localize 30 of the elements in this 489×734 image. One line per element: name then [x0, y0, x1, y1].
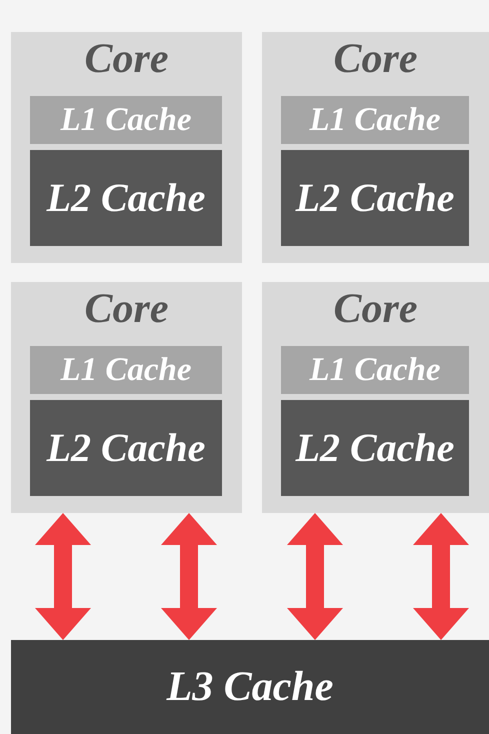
- box-label: Core: [84, 38, 168, 80]
- l2-cache-box: [281, 150, 469, 246]
- box-label: L2 Cache: [46, 428, 206, 468]
- double-arrow: [413, 513, 469, 640]
- box-label: L2 Cache: [296, 178, 454, 218]
- core-box: [262, 282, 489, 513]
- l3-cache-box: [11, 640, 489, 734]
- l1-cache-box: [30, 96, 222, 144]
- double-arrow: [287, 513, 343, 640]
- box-label: L3 Cache: [166, 666, 334, 708]
- core-box: [11, 282, 242, 513]
- core-box: [262, 32, 489, 263]
- core-box: [11, 32, 242, 263]
- box-label: Core: [334, 288, 418, 330]
- l1-cache-box: [30, 346, 222, 394]
- box-label: Core: [84, 288, 168, 330]
- box-label: L1 Cache: [309, 104, 441, 136]
- box-label: L2 Cache: [296, 428, 454, 468]
- l2-cache-box: [30, 150, 222, 246]
- double-arrow: [161, 513, 217, 640]
- double-arrow: [35, 513, 91, 640]
- box-label: L1 Cache: [60, 104, 192, 136]
- l1-cache-box: [281, 346, 469, 394]
- l2-cache-box: [281, 400, 469, 496]
- box-label: L1 Cache: [60, 354, 192, 386]
- box-label: Core: [334, 38, 418, 80]
- l2-cache-box: [30, 400, 222, 496]
- box-label: L2 Cache: [46, 178, 206, 218]
- box-label: L1 Cache: [309, 354, 441, 386]
- l1-cache-box: [281, 96, 469, 144]
